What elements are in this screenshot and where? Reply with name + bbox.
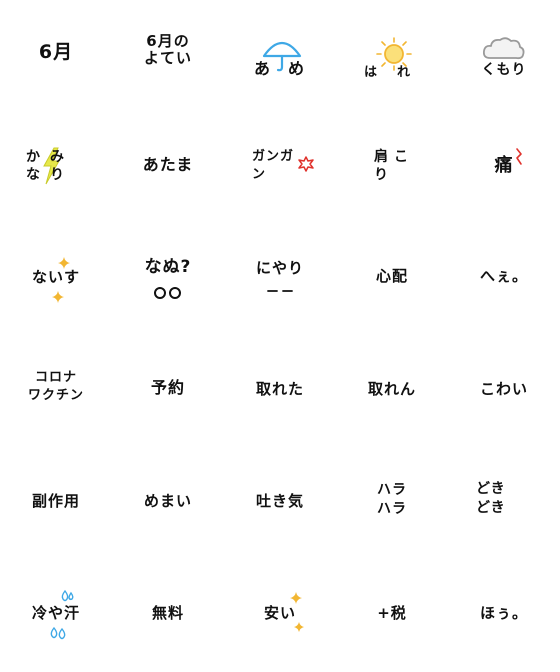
sticker-label: 痛	[494, 155, 514, 176]
sticker-label: ガンガン	[252, 149, 295, 183]
sticker-huh[interactable]: へぇ。	[448, 224, 560, 336]
sticker-label: 6月	[38, 41, 74, 63]
sticker-label: 無料	[151, 604, 184, 622]
sticker-label: かみなり	[26, 149, 74, 184]
sticker-label: くもり	[481, 62, 527, 78]
sticker-thunder[interactable]: かみなり	[0, 112, 112, 224]
sticker-label: ないす	[31, 268, 80, 286]
burst-icon	[298, 156, 314, 172]
sticker-nice[interactable]: ないす	[0, 224, 112, 336]
sticker-sunny[interactable]: はれ	[336, 0, 448, 112]
sticker-label: ほぅ。	[479, 604, 528, 622]
sticker-june-schedule[interactable]: 6月の よてい	[112, 0, 224, 112]
sticker-label: 冷や汗	[31, 604, 80, 622]
sticker-label: ハラ ハラ	[377, 482, 407, 517]
sticker-corona-vaccine[interactable]: コロナ ワクチン	[0, 336, 112, 448]
sticker-label: なぬ?	[144, 257, 192, 277]
sticker-label: あたま	[142, 155, 194, 174]
sticker-label: あめ	[254, 59, 323, 78]
sparkle-icon	[290, 592, 302, 604]
umbrella-icon	[262, 41, 302, 72]
sticker-label: 吐き気	[255, 492, 304, 510]
sticker-label: こわい	[479, 380, 528, 398]
sticker-label: にやり	[255, 259, 304, 277]
sparkle-icon	[52, 291, 64, 303]
sticker-what[interactable]: なぬ?	[112, 224, 224, 336]
sticker-head[interactable]: あたま	[112, 112, 224, 224]
sticker-label: 肩こり	[374, 149, 414, 184]
sticker-label: めまい	[143, 492, 192, 510]
sticker-label: 安い	[263, 604, 296, 622]
lightning-icon	[43, 147, 60, 185]
sticker-cheap[interactable]: 安い	[224, 560, 336, 672]
sparkle-icon	[58, 257, 70, 269]
sticker-side-effect[interactable]: 副作用	[0, 448, 112, 560]
sparkle-icon	[294, 622, 304, 632]
sticker-label: どき どき	[476, 481, 506, 516]
sticker-scary[interactable]: こわい	[448, 336, 560, 448]
sticker-label: 取れん	[367, 380, 416, 398]
sticker-pain[interactable]: 痛	[448, 112, 560, 224]
sticker-dizzy[interactable]: めまい	[112, 448, 224, 560]
cloud-icon	[482, 37, 525, 60]
sticker-pounding[interactable]: ガンガン	[224, 112, 336, 224]
sticker-label: 予約	[150, 378, 185, 397]
sun-icon	[376, 37, 412, 71]
sticker-label: へぇ。	[479, 267, 528, 285]
sticker-hmm[interactable]: ほぅ。	[448, 560, 560, 672]
smirk-eyes-icon	[267, 290, 293, 292]
sticker-label: 副作用	[31, 492, 80, 510]
sticker-label: 6月の よてい	[143, 32, 192, 68]
sticker-label: コロナ ワクチン	[27, 370, 84, 403]
sweat-drops-icon	[50, 626, 66, 640]
sticker-cloudy[interactable]: くもり	[448, 0, 560, 112]
sticker-cold-sweat[interactable]: 冷や汗	[0, 560, 112, 672]
sticker-label: 取れた	[255, 380, 304, 398]
sticker-nausea[interactable]: 吐き気	[224, 448, 336, 560]
pain-mark-icon	[516, 148, 522, 165]
sticker-worry[interactable]: 心配	[336, 224, 448, 336]
sticker-label: はれ	[364, 65, 431, 80]
sticker-nervous[interactable]: ハラ ハラ	[336, 448, 448, 560]
sticker-rain[interactable]: あめ	[224, 0, 336, 112]
sticker-cant-get[interactable]: 取れん	[336, 336, 448, 448]
sweat-drops-icon	[61, 589, 74, 602]
sticker-reservation[interactable]: 予約	[112, 336, 224, 448]
sticker-label: +税	[377, 604, 407, 622]
sticker-grin[interactable]: にやり	[224, 224, 336, 336]
sticker-label: 心配	[375, 267, 408, 285]
sticker-plus-tax[interactable]: +税	[336, 560, 448, 672]
sticker-stiff-shoulder[interactable]: 肩こり	[336, 112, 448, 224]
wide-eyes-icon	[154, 287, 181, 299]
sticker-june[interactable]: 6月	[0, 0, 112, 112]
sticker-heartbeat[interactable]: どき どき	[448, 448, 560, 560]
sticker-got-it[interactable]: 取れた	[224, 336, 336, 448]
sticker-free[interactable]: 無料	[112, 560, 224, 672]
